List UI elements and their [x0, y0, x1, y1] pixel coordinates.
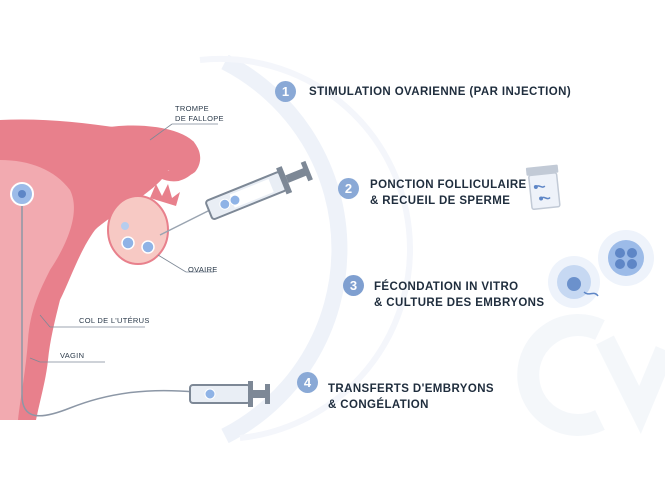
step-2-line2: & RECUEIL DE SPERME	[370, 195, 511, 207]
leader-cervix	[39, 314, 51, 328]
puncture-syringe	[159, 160, 313, 236]
step-4-badge: 4	[297, 372, 318, 393]
step-1-text: STIMULATION OVARIENNE (PAR INJECTION)	[309, 84, 571, 100]
transfer-syringe	[189, 381, 270, 407]
sperm-sample-jar-icon	[525, 164, 561, 211]
step-2-text: PONCTION FOLLICULAIRE & RECUEIL DE SPERM…	[370, 177, 527, 209]
label-cervix: COL DE L'UTÉRUS	[79, 316, 150, 325]
label-vagina: VAGIN	[60, 351, 85, 360]
logo-watermark	[517, 314, 665, 436]
step-3-line2: & CULTURE DES EMBRYONS	[374, 297, 545, 309]
label-fallopian-tube-line1: TROMPE	[175, 104, 209, 113]
leader-vagina	[29, 357, 41, 363]
leader-ovary	[157, 254, 187, 273]
leader-fallopian	[149, 123, 173, 141]
embryo-microscope-icon	[548, 230, 654, 308]
step-1-badge: 1	[275, 81, 296, 102]
catheter-line	[21, 206, 196, 417]
step-3-text: FÉCONDATION IN VITRO & CULTURE DES EMBRY…	[374, 279, 544, 311]
label-fallopian-tube: TROMPE DE FALLOPE	[175, 104, 224, 124]
step-4-line1: TRANSFERTS D'EMBRYONS	[328, 383, 494, 395]
background-arc	[221, 54, 348, 444]
step-4-text: TRANSFERTS D'EMBRYONS & CONGÉLATION	[328, 381, 494, 413]
step-4-line2: & CONGÉLATION	[328, 399, 429, 411]
uterus	[0, 119, 201, 420]
ovary-shape	[107, 195, 169, 265]
step-2-line1: PONCTION FOLLICULAIRE	[370, 179, 527, 191]
label-fallopian-tube-line2: DE FALLOPE	[175, 114, 224, 123]
step-3-badge: 3	[343, 275, 364, 296]
step-2-badge: 2	[338, 178, 359, 199]
label-ovary: OVAIRE	[188, 265, 218, 274]
step-3-line1: FÉCONDATION IN VITRO	[374, 281, 519, 293]
background-arc-inner	[199, 55, 414, 441]
step-1-line1: STIMULATION OVARIENNE (PAR INJECTION)	[309, 86, 572, 98]
